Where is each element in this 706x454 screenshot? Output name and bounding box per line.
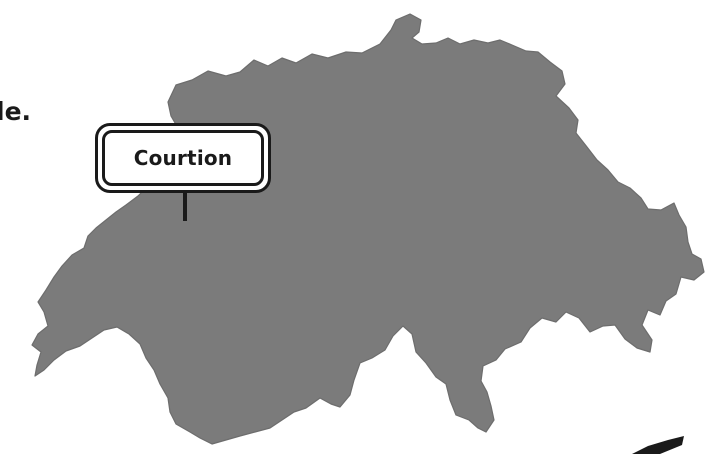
place-sign-inner-border: Courtion (102, 130, 264, 186)
sign-post (183, 193, 187, 221)
place-sign: Courtion (95, 123, 271, 193)
place-name-label: Courtion (133, 146, 233, 170)
switzerland-map-shape (31, 13, 705, 445)
pointer-arrow-fragment (632, 436, 684, 454)
cut-off-text: le. (0, 97, 32, 126)
